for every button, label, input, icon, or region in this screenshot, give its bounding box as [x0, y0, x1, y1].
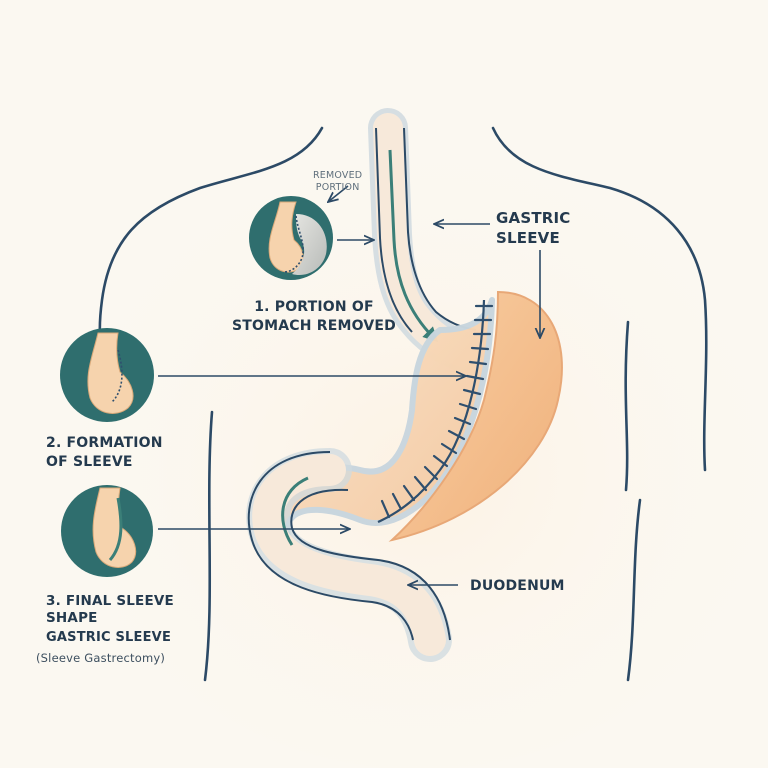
- removed-portion-label: REMOVED PORTION: [313, 170, 362, 194]
- gastric-sleeve-label: GASTRIC SLEEVE: [496, 208, 571, 248]
- step1-icon: [249, 196, 333, 280]
- step1-label: 1. PORTION OF STOMACH REMOVED: [232, 298, 396, 336]
- step2-label: 2. FORMATION OF SLEEVE: [46, 434, 163, 472]
- duodenum-label: DUODENUM: [470, 577, 565, 595]
- step2-icon: [60, 328, 154, 422]
- diagram-title: GASTRIC SLEEVE: [46, 630, 171, 646]
- step3-label: 3. FINAL SLEEVE SHAPE: [46, 593, 174, 627]
- diagram-subtitle: (Sleeve Gastrectomy): [36, 652, 165, 664]
- step3-icon: [61, 485, 153, 577]
